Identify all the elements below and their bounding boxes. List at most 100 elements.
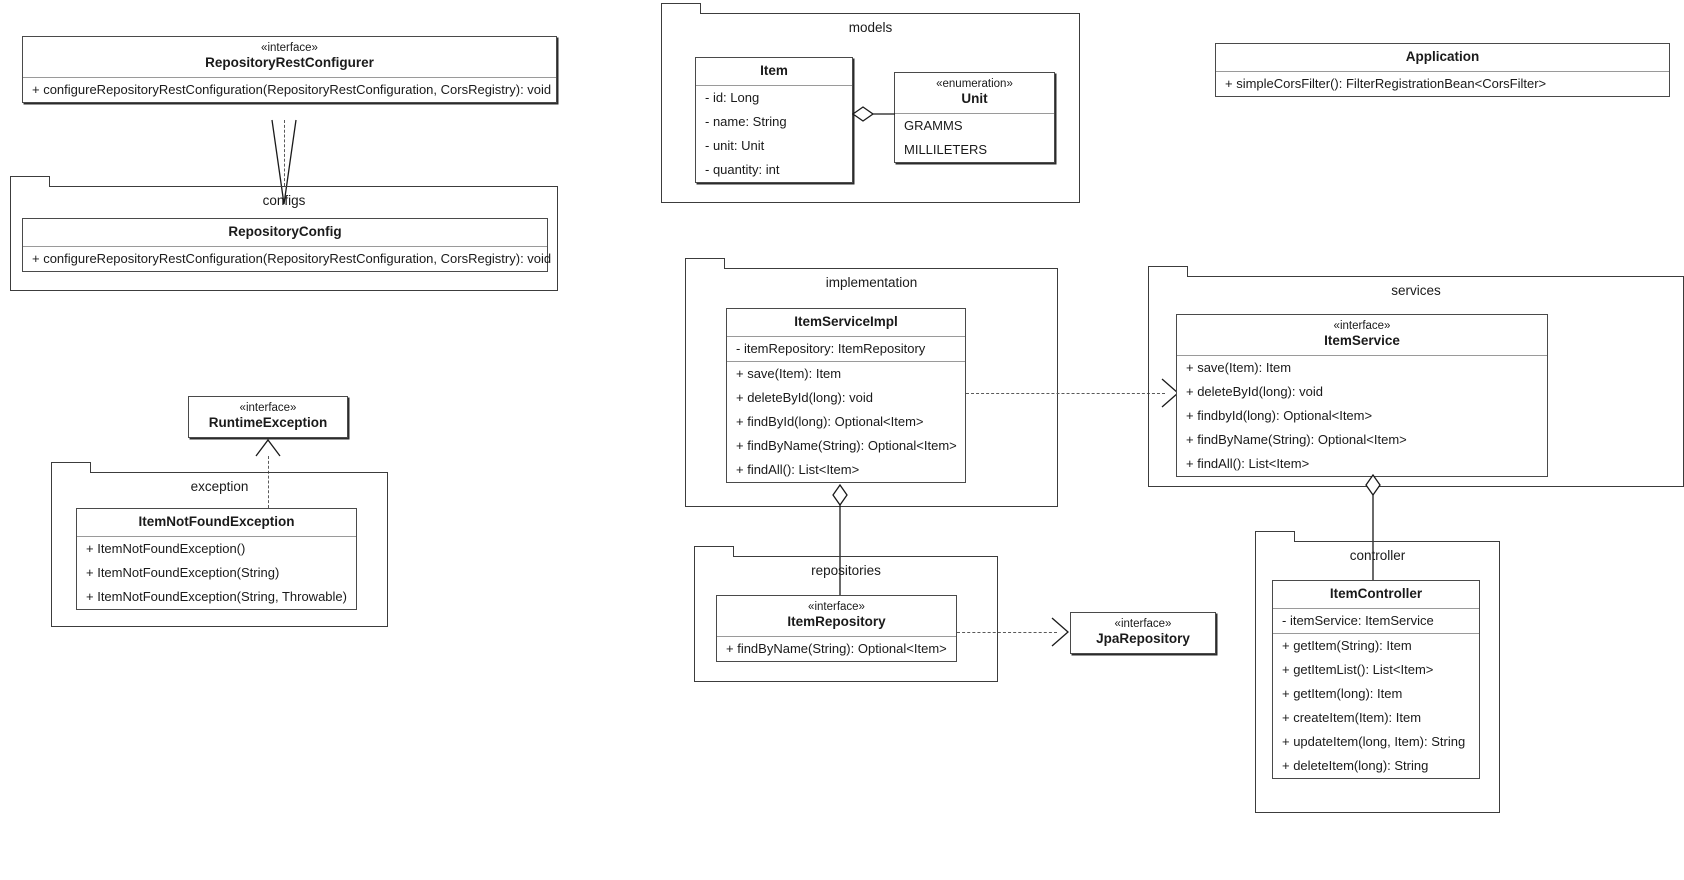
operations-section: + configureRepositoryRestConfiguration(R… xyxy=(23,247,551,271)
enum-literal-row: MILLILETERS xyxy=(904,142,988,157)
attributes-section: - itemService: ItemService xyxy=(1273,609,1479,634)
attribute-row: - unit: Unit xyxy=(705,138,765,153)
package-tab xyxy=(10,176,50,187)
class-unit-enumeration[interactable]: «enumeration» Unit GRAMMS MILLILETERS xyxy=(894,72,1055,163)
class-name: RepositoryConfig xyxy=(228,224,342,239)
operations-section: + getItem(String): Item + getItemList():… xyxy=(1273,634,1479,778)
class-runtime-exception[interactable]: «interface» RuntimeException xyxy=(188,396,348,438)
stereotype-label: «interface» xyxy=(1333,320,1391,332)
class-header: Application xyxy=(1216,44,1669,72)
enum-literal-row: GRAMMS xyxy=(904,118,963,133)
package-label: repositories xyxy=(811,563,881,578)
package-implementation: implementation xyxy=(685,258,1058,507)
package-repositories: repositories xyxy=(694,546,998,682)
class-repository-rest-configurer[interactable]: «interface» RepositoryRestConfigurer + c… xyxy=(22,36,557,103)
realization-line-itemnotfoundexception-runtimeexception xyxy=(268,456,269,508)
class-header: «interface» RuntimeException xyxy=(189,397,347,437)
operation-row: + findById(long): Optional<Item> xyxy=(736,414,924,429)
operation-row: + configureRepositoryRestConfiguration(R… xyxy=(32,82,552,97)
class-item[interactable]: Item - id: Long - name: String - unit: U… xyxy=(695,57,853,183)
package-tab xyxy=(51,462,91,473)
operation-row: + simpleCorsFilter(): FilterRegistration… xyxy=(1225,76,1547,91)
realization-line-itemserviceimpl-itemservice xyxy=(966,393,1165,394)
operation-row: + ItemNotFoundException(String) xyxy=(86,565,280,580)
package-tab xyxy=(1148,266,1188,277)
operation-row: + deleteById(long): void xyxy=(736,390,873,405)
class-header: «interface» RepositoryRestConfigurer xyxy=(23,37,556,78)
class-name: ItemService xyxy=(1324,333,1400,348)
class-name: RuntimeException xyxy=(208,415,328,430)
operation-row: + findAll(): List<Item> xyxy=(1186,456,1310,471)
operation-row: + getItem(String): Item xyxy=(1282,638,1412,653)
package-tab xyxy=(661,3,701,14)
class-header: «interface» JpaRepository xyxy=(1071,613,1215,653)
operation-row: + findAll(): List<Item> xyxy=(736,462,860,477)
operation-row: + findByName(String): Optional<Item> xyxy=(726,641,947,656)
operation-row: + ItemNotFoundException() xyxy=(86,541,246,556)
operations-section: + save(Item): Item + deleteById(long): v… xyxy=(727,362,965,482)
stereotype-label: «interface» xyxy=(239,402,297,414)
class-item-service[interactable]: «interface» ItemService + save(Item): It… xyxy=(1176,314,1548,477)
operations-section: + save(Item): Item + deleteById(long): v… xyxy=(1177,356,1547,476)
class-name: Item xyxy=(760,63,788,78)
package-tab xyxy=(1255,531,1295,542)
package-label: models xyxy=(848,20,893,35)
class-header: «interface» ItemRepository xyxy=(717,596,956,637)
stereotype-label: «enumeration» xyxy=(936,78,1013,90)
operations-section: + simpleCorsFilter(): FilterRegistration… xyxy=(1216,72,1669,96)
package-label: services xyxy=(1391,283,1441,298)
class-item-repository[interactable]: «interface» ItemRepository + findByName(… xyxy=(716,595,957,662)
class-name: JpaRepository xyxy=(1096,631,1190,646)
package-label: implementation xyxy=(825,275,918,290)
operation-row: + createItem(Item): Item xyxy=(1282,710,1422,725)
class-jpa-repository[interactable]: «interface» JpaRepository xyxy=(1070,612,1216,654)
attributes-section: - itemRepository: ItemRepository xyxy=(727,337,965,362)
operations-section: + ItemNotFoundException() + ItemNotFound… xyxy=(77,537,356,609)
class-header: «interface» ItemService xyxy=(1177,315,1547,356)
class-header: ItemNotFoundException xyxy=(77,509,356,537)
package-configs: configs xyxy=(10,176,558,291)
package-tab xyxy=(685,258,725,269)
operation-row: + deleteItem(long): String xyxy=(1282,758,1429,773)
class-item-controller[interactable]: ItemController - itemService: ItemServic… xyxy=(1272,580,1480,779)
package-exception: exception xyxy=(51,462,388,627)
class-header: ItemServiceImpl xyxy=(727,309,965,337)
class-item-service-impl[interactable]: ItemServiceImpl - itemRepository: ItemRe… xyxy=(726,308,966,483)
class-name: RepositoryRestConfigurer xyxy=(205,55,374,70)
class-name: ItemController xyxy=(1329,586,1423,601)
operation-row: + findByName(String): Optional<Item> xyxy=(1186,432,1407,447)
operations-section: + configureRepositoryRestConfiguration(R… xyxy=(23,78,556,102)
attribute-row: - id: Long xyxy=(705,90,760,105)
package-label: controller xyxy=(1349,548,1406,563)
class-header: ItemController xyxy=(1273,581,1479,609)
package-label: configs xyxy=(262,193,306,208)
operation-row: + getItem(long): Item xyxy=(1282,686,1403,701)
class-name: ItemNotFoundException xyxy=(138,514,295,529)
operation-row: + save(Item): Item xyxy=(1186,360,1292,375)
attribute-row: - name: String xyxy=(705,114,787,129)
package-tab xyxy=(694,546,734,557)
package-models: models xyxy=(661,3,1080,203)
stereotype-label: «interface» xyxy=(1114,618,1172,630)
class-name: ItemServiceImpl xyxy=(794,314,898,329)
class-application[interactable]: Application + simpleCorsFilter(): Filter… xyxy=(1215,43,1670,97)
class-header: Item xyxy=(696,58,852,86)
operation-row: + ItemNotFoundException(String, Throwabl… xyxy=(86,589,347,604)
operation-row: + findbyId(long): Optional<Item> xyxy=(1186,408,1373,423)
operation-row: + save(Item): Item xyxy=(736,366,842,381)
operation-row: + updateItem(long, Item): String xyxy=(1282,734,1466,749)
operation-row: + findByName(String): Optional<Item> xyxy=(736,438,957,453)
class-name: Application xyxy=(1405,49,1480,64)
realization-line-repositoryconfig-repositoryrestconfigurer xyxy=(284,120,285,186)
class-repository-config[interactable]: RepositoryConfig + configureRepositoryRe… xyxy=(22,218,551,272)
stereotype-label: «interface» xyxy=(261,42,318,54)
class-name: Unit xyxy=(961,91,988,106)
realization-arrowhead-repositoryrestconfigurer xyxy=(271,119,297,205)
operation-row: + getItemList(): List<Item> xyxy=(1282,662,1434,677)
stereotype-label: «interface» xyxy=(808,601,865,613)
operations-section: + findByName(String): Optional<Item> xyxy=(717,637,956,661)
class-header: «enumeration» Unit xyxy=(895,73,1054,114)
class-header: RepositoryConfig xyxy=(23,219,547,247)
class-item-not-found-exception[interactable]: ItemNotFoundException + ItemNotFoundExce… xyxy=(76,508,357,610)
